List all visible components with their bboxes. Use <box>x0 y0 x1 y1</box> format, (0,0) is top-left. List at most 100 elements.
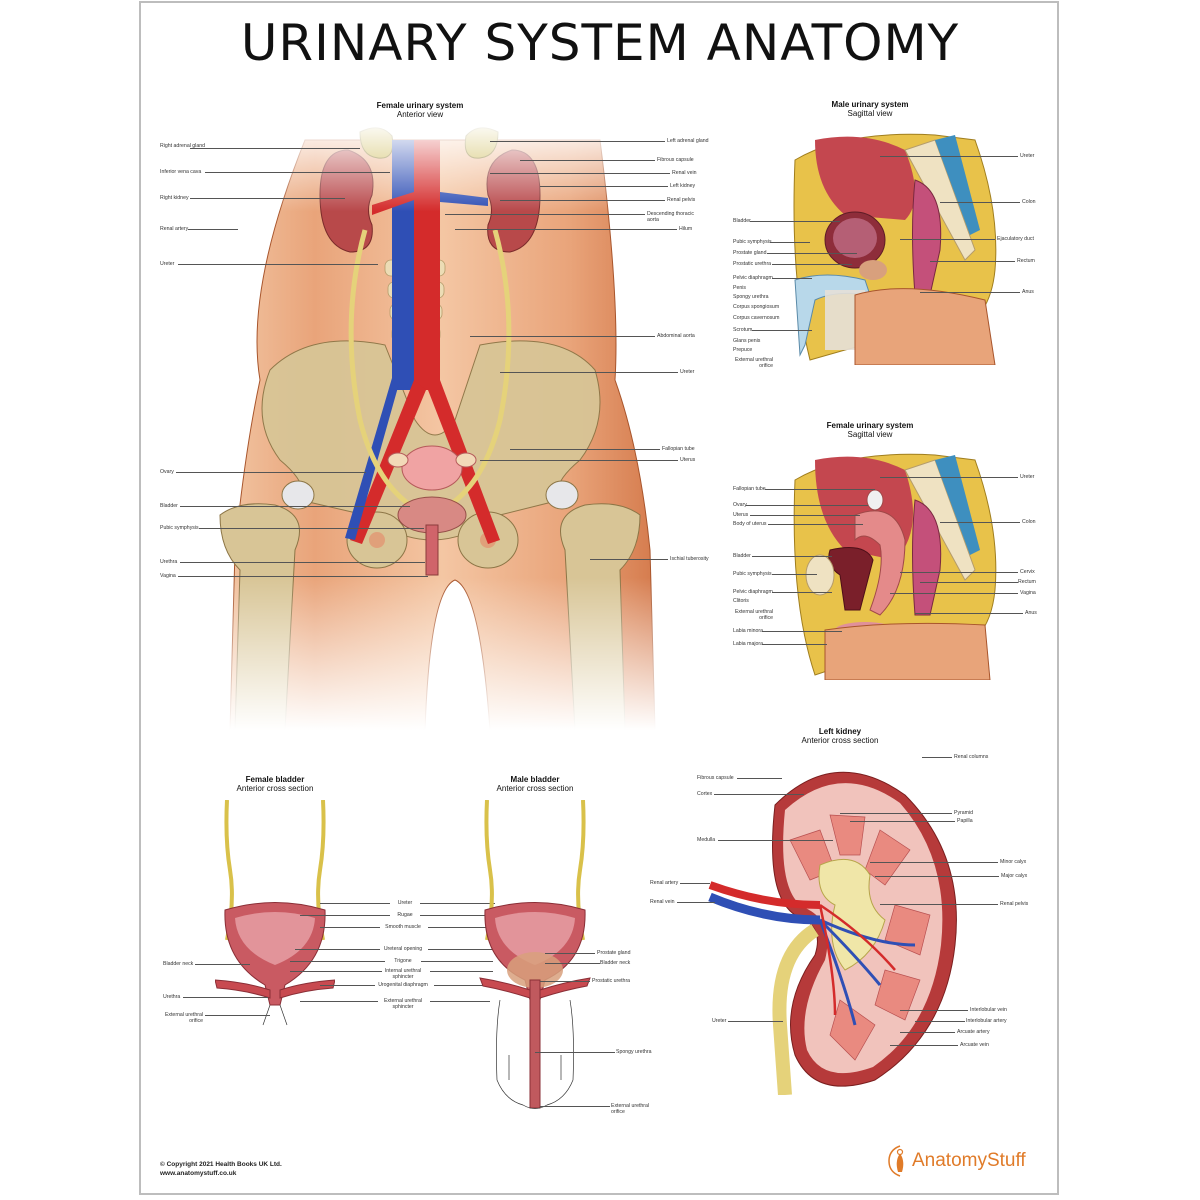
leader-line <box>520 160 655 161</box>
leader-line <box>920 582 1018 583</box>
label-internal-urethral-sphincter: Internal urethral sphincter <box>384 968 422 980</box>
label-fibrous-capsule: Fibrous capsule <box>657 157 694 163</box>
leader-line <box>915 613 1023 614</box>
label-vagina: Vagina <box>160 573 176 579</box>
label-bladder-ureter: Ureter <box>397 900 413 906</box>
leader-line <box>205 172 390 173</box>
leader-line <box>455 229 677 230</box>
leader-line <box>320 903 390 904</box>
label-female-vagina: Vagina <box>1020 590 1036 596</box>
leader-line <box>765 489 875 490</box>
left-kidney-title: Left kidney <box>818 727 862 736</box>
female-sagittal-title: Female urinary system <box>826 421 914 430</box>
label-female-ovary: Ovary <box>733 502 747 508</box>
label-clitoris: Clitoris <box>733 598 749 604</box>
leader-line <box>728 1021 783 1022</box>
label-trigone: Trigone <box>394 958 412 964</box>
leader-line <box>880 904 998 905</box>
label-right-adrenal-gland: Right adrenal gland <box>160 143 205 149</box>
label-left-adrenal-gland: Left adrenal gland <box>667 138 709 144</box>
leader-line <box>920 292 1020 293</box>
leader-line <box>590 559 668 560</box>
label-medulla: Medulla <box>697 837 716 843</box>
leader-line <box>434 985 494 986</box>
label-kidney-fibrous-capsule: Fibrous capsule <box>697 775 734 781</box>
leader-line <box>320 985 375 986</box>
left-kidney-subtitle: Anterior cross section <box>801 736 879 745</box>
anatomystuff-logo[interactable]: AnatomyStuff <box>886 1143 1026 1179</box>
anatomy-figure-icon <box>888 1145 904 1177</box>
female-anterior-title: Female urinary system <box>376 101 464 110</box>
label-papilla: Papilla <box>957 818 973 824</box>
leader-line <box>768 524 863 525</box>
leader-line <box>420 903 495 904</box>
label-abdominal-aorta: Abdominal aorta <box>657 333 695 339</box>
leader-line <box>421 961 493 962</box>
leader-line <box>737 778 782 779</box>
leader-line <box>490 141 665 142</box>
leader-line <box>915 1021 965 1022</box>
label-ejaculatory-duct: Ejaculatory duct <box>997 236 1034 242</box>
leader-line <box>772 278 812 279</box>
label-female-colon: Colon <box>1022 519 1036 525</box>
poster-title: URINARY SYSTEM ANATOMY <box>240 14 960 72</box>
leader-line <box>470 336 655 337</box>
label-labia-minora: Labia minora <box>733 628 763 634</box>
label-male-bladder-neck: Bladder neck <box>600 960 631 966</box>
leader-line <box>540 186 668 187</box>
leader-line <box>535 1052 615 1053</box>
leader-line <box>900 572 1018 573</box>
male-sagittal-title: Male urinary system <box>831 100 909 109</box>
label-male-bladder-prostatic-urethra: Prostatic urethra <box>592 978 631 984</box>
leader-line <box>545 963 600 964</box>
label-cortex: Cortex <box>697 791 713 797</box>
label-female-uterus: Uterus <box>733 512 749 518</box>
leader-line <box>445 214 645 215</box>
label-female-external-urethral-orifice: External urethral orifice <box>734 609 773 621</box>
leader-line <box>320 927 380 928</box>
leader-line <box>930 261 1015 262</box>
label-glans-penis: Glans penis <box>733 338 761 344</box>
label-body-of-uterus: Body of uterus <box>733 521 767 527</box>
male-sagittal-subtitle: Sagittal view <box>847 109 893 118</box>
leader-line <box>500 372 678 373</box>
leader-line <box>752 556 832 557</box>
label-male-ureter: Ureter <box>1020 153 1035 159</box>
label-ureter-left: Ureter <box>160 261 175 267</box>
leader-line <box>840 813 952 814</box>
leader-line <box>290 971 382 972</box>
label-external-urethral-sphincter: External urethral sphincter <box>383 998 423 1010</box>
label-labia-majora: Labia majora <box>733 641 763 647</box>
label-arcuate-artery: Arcuate artery <box>957 1029 990 1035</box>
label-female-pubic-symphysis: Pubic symphysis <box>733 571 772 577</box>
label-scrotum: Scrotum <box>733 327 753 333</box>
label-pubic-symphysis: Pubic symphysis <box>160 525 199 531</box>
label-interlobular-vein: Interlobular vein <box>970 1007 1007 1013</box>
website-link[interactable]: www.anatomystuff.co.uk <box>160 1170 237 1177</box>
label-inferior-vena-cava: Inferior vena cava <box>160 169 202 175</box>
leader-line <box>890 1045 958 1046</box>
leader-line <box>540 981 590 982</box>
leader-line <box>940 202 1020 203</box>
leader-line <box>430 971 493 972</box>
label-uterus: Uterus <box>680 457 696 463</box>
label-female-anus: Anus <box>1025 610 1037 616</box>
label-kidney-renal-vein: Renal vein <box>650 899 675 905</box>
leader-line <box>718 840 833 841</box>
label-cervix: Cervix <box>1020 569 1035 575</box>
leader-line <box>870 862 998 863</box>
female-sagittal-title-block: Female urinary system Sagittal view <box>820 421 920 439</box>
label-male-rectum: Rectum <box>1017 258 1035 264</box>
male-sagittal-title-block: Male urinary system Sagittal view <box>825 100 915 118</box>
label-bladder: Bladder <box>160 503 178 509</box>
label-female-rectum: Rectum <box>1018 579 1036 585</box>
label-interlobular-artery: Interlobular artery <box>966 1018 1007 1024</box>
leader-line <box>880 156 1018 157</box>
label-renal-artery: Renal artery <box>160 226 189 232</box>
female-sagittal-subtitle: Sagittal view <box>847 430 893 439</box>
label-corpus-spongiosum: Corpus spongiosum <box>733 304 780 310</box>
label-ovary: Ovary <box>160 469 174 475</box>
label-rugae: Rugae <box>397 912 413 918</box>
male-bladder-illustration <box>479 800 591 1109</box>
leader-line <box>680 883 710 884</box>
